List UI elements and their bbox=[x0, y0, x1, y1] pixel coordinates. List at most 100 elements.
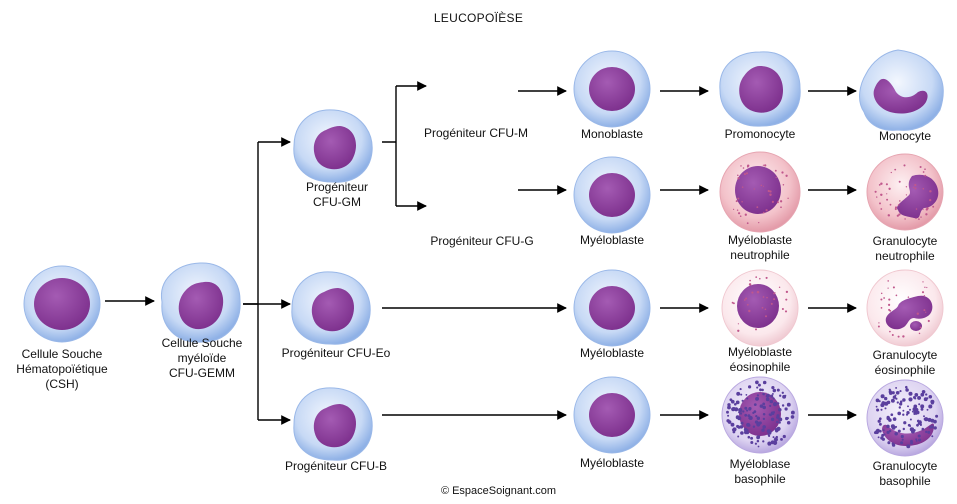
granule bbox=[737, 174, 739, 176]
granule bbox=[908, 408, 912, 411]
granule bbox=[736, 391, 741, 396]
granule bbox=[894, 207, 897, 211]
granule bbox=[771, 200, 774, 203]
granule bbox=[900, 434, 904, 439]
granule bbox=[880, 298, 883, 301]
granule bbox=[878, 417, 882, 421]
granule bbox=[878, 322, 880, 324]
granule bbox=[931, 435, 934, 438]
granule bbox=[752, 425, 756, 428]
granule bbox=[908, 397, 913, 402]
granule bbox=[888, 298, 891, 301]
granule bbox=[926, 408, 929, 411]
granule bbox=[741, 201, 743, 203]
granule bbox=[776, 201, 779, 204]
granule bbox=[922, 281, 924, 283]
granule bbox=[747, 435, 751, 439]
granule bbox=[882, 429, 885, 432]
granule bbox=[918, 332, 921, 335]
granule bbox=[737, 197, 740, 200]
progenitor-cell-icon bbox=[293, 109, 373, 183]
granule bbox=[897, 411, 902, 416]
progenitor-cell-icon bbox=[293, 387, 373, 461]
granule bbox=[921, 390, 926, 394]
granule bbox=[769, 190, 772, 193]
granule bbox=[782, 394, 787, 399]
granule bbox=[880, 292, 883, 295]
granule bbox=[899, 402, 903, 406]
granule bbox=[769, 404, 772, 407]
granule bbox=[887, 287, 889, 289]
granule bbox=[914, 183, 917, 187]
granule bbox=[757, 435, 761, 438]
granule bbox=[890, 413, 894, 417]
granule bbox=[774, 292, 776, 294]
promonocyte-icon bbox=[719, 51, 801, 127]
basophil-granulocyte-icon bbox=[866, 379, 944, 457]
granule bbox=[762, 392, 765, 396]
granule bbox=[746, 397, 749, 400]
granule bbox=[773, 298, 776, 301]
granule bbox=[779, 200, 783, 203]
granule bbox=[781, 307, 784, 311]
granule bbox=[875, 405, 878, 408]
granule bbox=[781, 404, 785, 407]
granule bbox=[760, 184, 763, 187]
granule bbox=[748, 309, 751, 313]
granule bbox=[730, 399, 735, 404]
granule bbox=[746, 303, 749, 306]
granule bbox=[735, 415, 740, 420]
granule bbox=[927, 430, 931, 434]
granule bbox=[897, 335, 900, 338]
label-cfu-eo: Progéniteur CFU-Eo bbox=[281, 346, 391, 360]
stem-cell-icon bbox=[23, 265, 101, 343]
granule bbox=[920, 404, 925, 409]
granule bbox=[767, 189, 770, 193]
granule bbox=[925, 311, 927, 313]
granule bbox=[905, 186, 908, 188]
granule bbox=[899, 390, 902, 393]
granule bbox=[880, 193, 883, 197]
granule bbox=[918, 403, 921, 406]
granule bbox=[770, 302, 773, 305]
granule bbox=[894, 168, 897, 171]
granule bbox=[749, 279, 751, 282]
granule bbox=[761, 388, 764, 392]
granule bbox=[751, 291, 754, 294]
granule bbox=[898, 213, 901, 216]
granule bbox=[925, 213, 928, 216]
granule bbox=[731, 301, 734, 304]
granule bbox=[896, 401, 899, 404]
granule bbox=[883, 297, 885, 299]
granule bbox=[762, 425, 766, 429]
granule bbox=[778, 407, 782, 412]
granule bbox=[902, 413, 905, 416]
granule bbox=[762, 296, 765, 298]
label-cfu-b: Progéniteur CFU-B bbox=[284, 459, 388, 473]
granule bbox=[756, 397, 760, 400]
granule bbox=[759, 277, 761, 280]
granule bbox=[894, 425, 898, 428]
granule bbox=[874, 190, 877, 193]
granule bbox=[886, 424, 890, 429]
label-myeloblaste-eo: Myéloblaste bbox=[579, 346, 645, 360]
granule bbox=[889, 418, 891, 421]
granule bbox=[922, 187, 925, 190]
granule bbox=[785, 416, 789, 421]
blast-cell-icon bbox=[573, 50, 651, 128]
granule bbox=[891, 334, 894, 336]
granule bbox=[761, 428, 765, 432]
granule bbox=[775, 429, 779, 433]
granule bbox=[746, 222, 749, 225]
granule bbox=[755, 328, 757, 331]
granule bbox=[778, 417, 783, 422]
granule bbox=[755, 414, 758, 418]
granule bbox=[747, 414, 751, 418]
granule bbox=[756, 416, 761, 421]
granule bbox=[750, 436, 754, 440]
granule bbox=[764, 164, 767, 167]
granule bbox=[741, 186, 744, 188]
granule bbox=[917, 421, 921, 425]
granule bbox=[880, 208, 883, 210]
granule bbox=[908, 391, 913, 396]
